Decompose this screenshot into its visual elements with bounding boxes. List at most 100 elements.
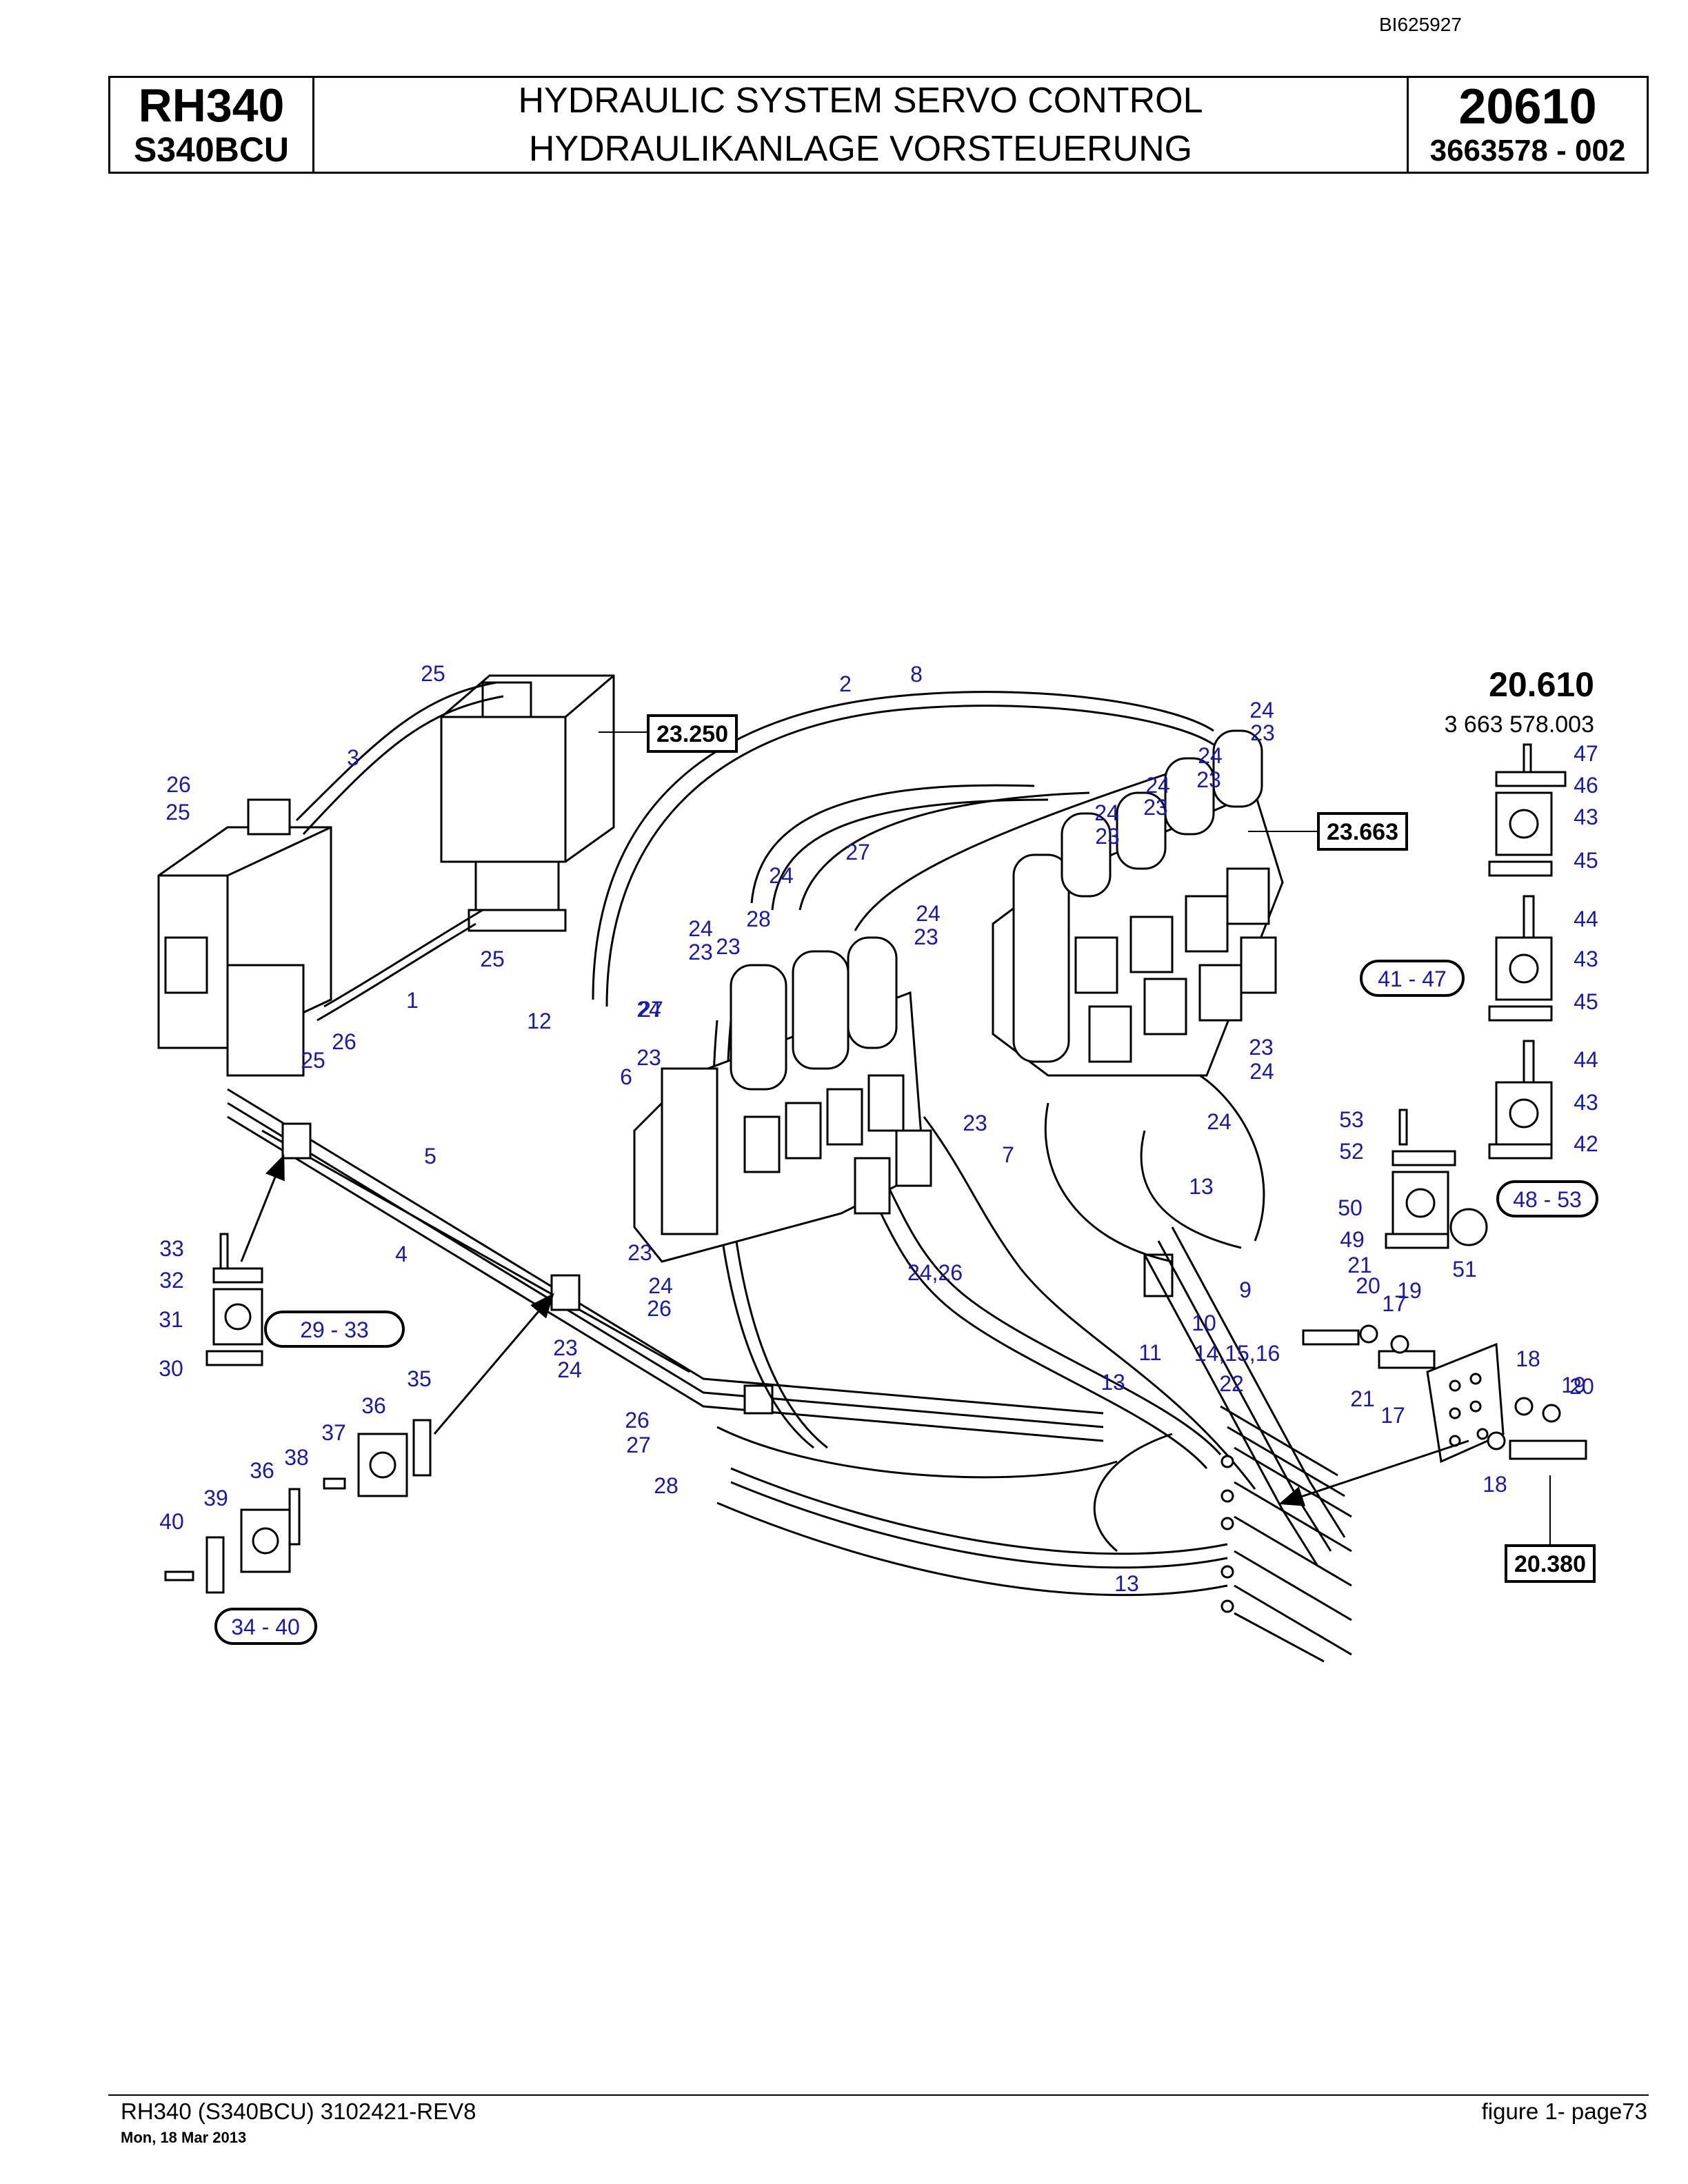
kit-labels: 29 - 33 34 - 40 41 - 47 48 - 53 [214,960,1598,1645]
item-callout-18: 18 [1516,1346,1540,1371]
item-callout-23: 23 [636,1045,661,1070]
item-callout-24: 24 [688,916,713,941]
title-cell: HYDRAULIC SYSTEM SERVO CONTROL HYDRAULIK… [314,78,1407,172]
footer-rule [108,2094,1649,2096]
item-callout-25: 25 [480,947,505,971]
item-callout-43: 43 [1574,1090,1598,1115]
group-number: 20610 [1458,79,1597,134]
item-callout-33: 33 [159,1236,184,1261]
item-callout-23: 23 [688,940,713,964]
item-callout-1: 1 [406,988,419,1013]
model-name: RH340 [138,79,285,132]
item-callout-38: 38 [284,1445,309,1470]
footer-page: figure 1- page73 [1481,2099,1647,2124]
item-callout-19: 19 [1561,1373,1586,1397]
item-callout-14-15-16: 14,15,16 [1194,1341,1280,1366]
item-callout-20: 20 [1569,1374,1594,1399]
item-callout-32: 32 [159,1268,184,1293]
model-cell: RH340 S340BCU [110,78,314,172]
valve-block-left [633,936,932,1263]
right-reservoir [440,674,615,932]
item-callout-35: 35 [407,1366,432,1391]
item-callout-21: 21 [1347,1253,1372,1277]
document-id: BI625927 [1379,14,1462,35]
item-callout-13: 13 [1189,1174,1214,1199]
item-callout-12: 12 [527,1009,552,1033]
item-callout-23: 23 [553,1335,578,1360]
pipe-bundle [227,1088,1346,1566]
item-callout-4: 4 [395,1242,408,1266]
item-callout-37: 37 [321,1420,346,1445]
item-callout-27: 27 [626,1433,651,1457]
item-callout-26: 26 [166,772,191,797]
item-callout-24: 24 [769,863,794,888]
item-callout-45: 45 [1574,848,1598,873]
item-callout-24: 24 [636,997,661,1022]
item-callout-45: 45 [1574,989,1598,1014]
title-german: HYDRAULIKANLAGE VORSTEUERUNG [528,129,1193,169]
item-callout-5: 5 [424,1144,436,1169]
item-callout-9: 9 [1239,1277,1252,1302]
ref-box-23-250: 23.250 [656,721,728,747]
item-callout-43: 43 [1574,805,1598,829]
item-callout-39: 39 [203,1486,228,1510]
item-callout-23: 23 [1095,824,1120,849]
item-callout-36: 36 [361,1393,386,1418]
group-label: 20.610 [1489,665,1594,704]
item-callout-43: 43 [1574,947,1598,971]
item-callout-52: 52 [1339,1139,1364,1164]
item-callout-7: 7 [1002,1142,1014,1167]
kit-label-34-40: 34 - 40 [231,1615,300,1639]
item-callout-31: 31 [159,1307,183,1332]
footer-doc-ref: RH340 (S340BCU) 3102421-REV8 [121,2099,476,2124]
item-callout-10: 10 [1192,1311,1216,1335]
kit-label-29-33: 29 - 33 [300,1317,369,1342]
item-callout-18: 18 [1483,1472,1507,1497]
group-cell: 20610 3663578 - 002 [1407,78,1647,172]
item-callout-50: 50 [1338,1195,1363,1220]
port-plate [1302,1324,1587,1464]
item-callout-24: 24 [1249,1059,1274,1084]
valve-block-right [992,729,1284,1077]
item-callout-40: 40 [159,1509,184,1534]
item-callout-24: 24 [1249,698,1274,722]
item-callout-24: 24 [648,1273,673,1298]
item-callout-44: 44 [1574,907,1598,931]
item-callout-23: 23 [1196,767,1221,792]
item-callout-51: 51 [1452,1257,1477,1282]
item-callout-6: 6 [620,1064,632,1089]
item-callout-13: 13 [1101,1370,1125,1395]
item-callout-23: 23 [1250,720,1275,745]
item-callout-17: 17 [1380,1403,1405,1428]
item-callout-23: 23 [627,1240,652,1265]
item-callout-26: 26 [647,1296,672,1321]
item-callout-23: 23 [914,924,938,949]
item-callout-19: 19 [1397,1278,1422,1303]
item-callout-17: 17 [1382,1291,1407,1316]
kit-label-48-53: 48 - 53 [1513,1187,1582,1212]
left-reservoir [157,798,332,1077]
item-callout-30: 30 [159,1356,183,1381]
item-callout-46: 46 [1574,773,1598,798]
item-callout-2: 2 [839,671,852,696]
title-english: HYDRAULIC SYSTEM SERVO CONTROL [518,81,1203,121]
item-callout-24: 24 [557,1357,582,1382]
item-callout-24: 24 [1145,773,1170,798]
reference-boxes: 23.250 23.663 20.380 [599,714,1596,1583]
item-callout-42: 42 [1574,1131,1598,1156]
item-callout-24: 24 [1198,743,1223,768]
item-callout-24-26: 24,26 [907,1260,963,1285]
part-number: 3663578 - 002 [1429,134,1626,168]
item-callout-44: 44 [1574,1047,1598,1072]
item-callout-26: 26 [625,1408,650,1433]
item-callout-23: 23 [963,1111,987,1135]
group-part-number: 3 663 578.003 [1445,711,1594,738]
item-callout-24: 24 [916,901,941,926]
item-callout-23: 23 [716,934,741,959]
item-callout-8: 8 [910,662,923,687]
item-callout-11: 11 [1138,1340,1161,1365]
item-callout-27: 27 [639,997,663,1022]
item-callout-23: 23 [1249,1035,1274,1060]
item-callout-22: 22 [1219,1371,1244,1396]
